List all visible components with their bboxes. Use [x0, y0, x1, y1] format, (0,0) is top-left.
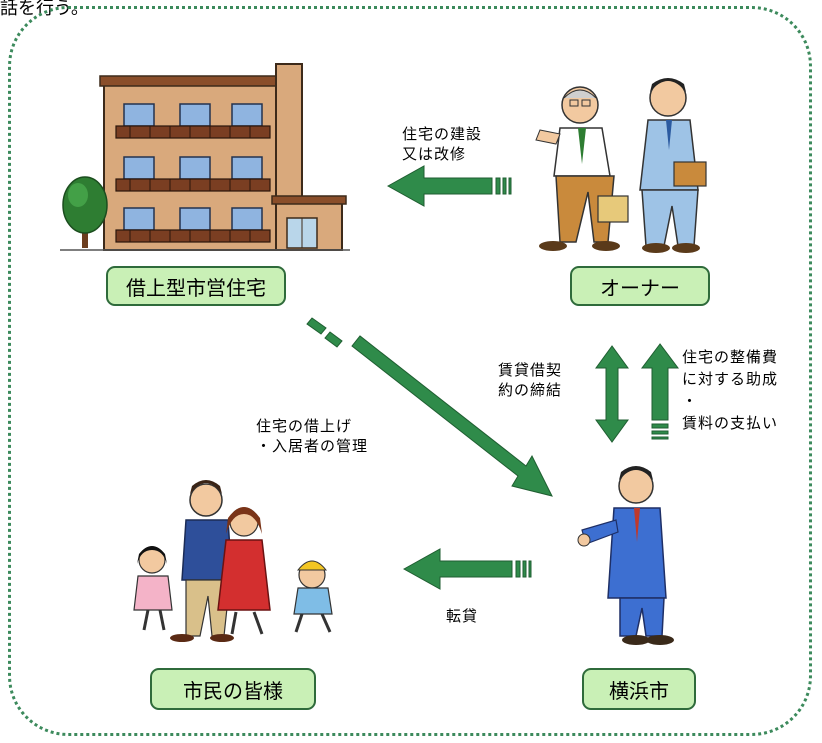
- caption-sublease: 転貸: [446, 607, 479, 625]
- family-illustration: [133, 480, 333, 642]
- citizens-label: 市民の皆様: [150, 668, 316, 710]
- housing-label: 借上型市営住宅: [106, 266, 286, 306]
- arrow-contract-bidirectional: [595, 345, 629, 443]
- caption-owner-to-housing: 住宅の建設 又は改修: [402, 125, 483, 163]
- city-label: 横浜市: [582, 668, 696, 710]
- caption-lease-manage: 住宅の借上げ ・入居者の管理: [256, 417, 369, 455]
- owner-label: オーナー: [570, 266, 710, 306]
- arrow-city-to-citizens: [402, 548, 532, 590]
- caption-subsidy: 住宅の整備費 に対する助成 ・ 賃料の支払い: [682, 348, 779, 432]
- owner-illustration: [535, 78, 707, 253]
- city-official-illustration: [577, 466, 674, 645]
- diagram-frame: [8, 6, 812, 736]
- arrow-housing-to-city: [306, 317, 553, 497]
- caption-contract: 賃貸借契 約の締結: [498, 361, 563, 399]
- apartment-building-illustration: [60, 63, 350, 251]
- arrow-owner-to-housing: [386, 165, 512, 207]
- arrow-city-to-owner: [641, 343, 679, 440]
